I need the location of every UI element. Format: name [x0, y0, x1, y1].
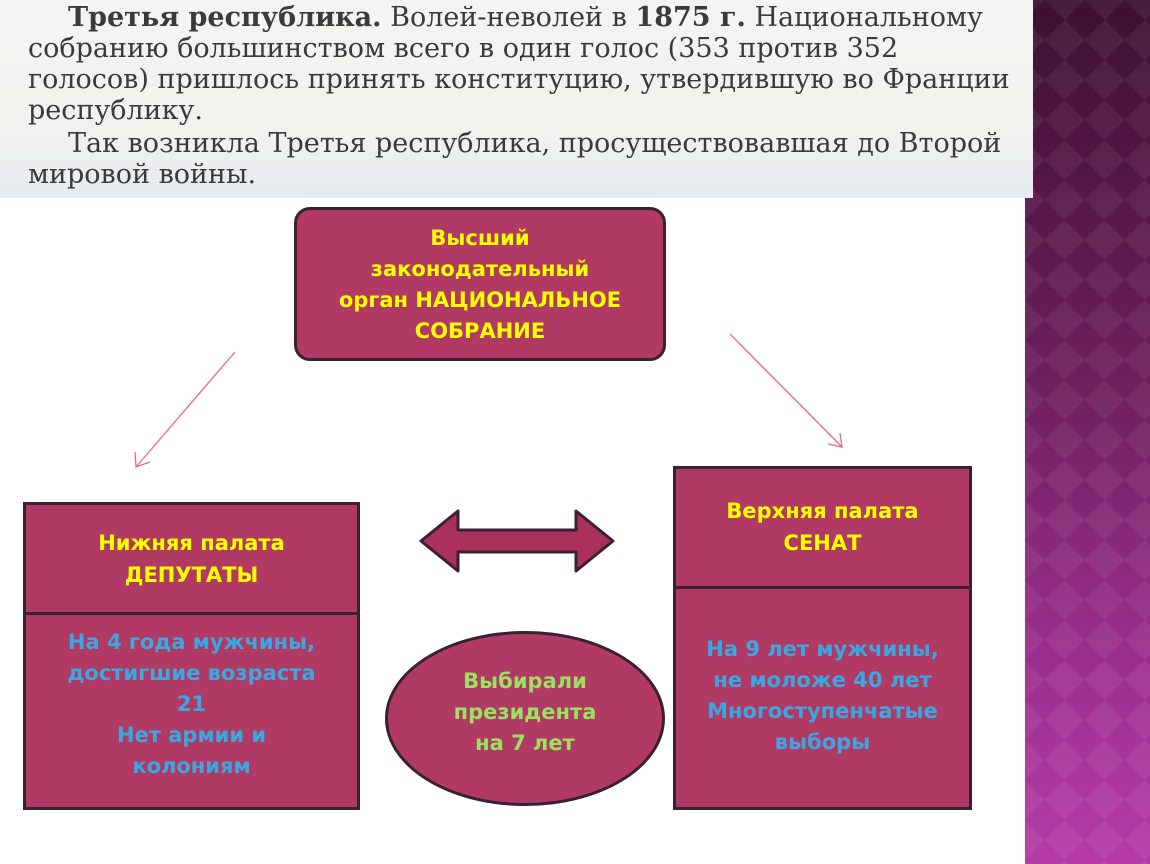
paragraph-year: 1875 г. [635, 2, 746, 33]
paragraph-text-cont: Национальному собранию большинством всег… [28, 2, 1010, 126]
paragraph-heading: Третья республика. [68, 2, 382, 33]
lower-chamber-detail-line: Нет армии и [116, 723, 267, 747]
lower-chamber-detail-line: достигшие возраста [67, 661, 316, 685]
lower-chamber-detail-line: колониям [132, 754, 251, 778]
upper-chamber-title-line: СЕНАТ [783, 531, 862, 555]
upper-chamber-details: На 9 лет мужчины, не моложе 40 лет Много… [676, 589, 969, 758]
textbook-excerpt: Третья республика. Волей-неволей в 1875 … [0, 0, 1033, 198]
lower-chamber-title-line: Нижняя палата [98, 531, 285, 555]
paragraph-outcome: Так возникла Третья республика, просущес… [28, 128, 1002, 190]
paragraph-text: Волей-неволей в [381, 2, 636, 33]
national-assembly-line: законодательный [370, 257, 590, 281]
lower-chamber-box: Нижняя палата ДЕПУТАТЫ На 4 года мужчины… [23, 502, 360, 810]
upper-chamber-box: Верхняя палата СЕНАТ На 9 лет мужчины, н… [673, 466, 972, 810]
connector-left-line [135, 351, 236, 468]
lower-chamber-title: Нижняя палата ДЕПУТАТЫ [26, 505, 357, 615]
side-bar-pattern [1025, 0, 1150, 864]
national-assembly-line: СОБРАНИЕ [414, 319, 546, 343]
upper-chamber-title-line: Верхняя палата [726, 499, 919, 523]
upper-chamber-detail-line: На 9 лет мужчины, [706, 637, 939, 661]
president-election-node: Выбирали президента на 7 лет [385, 631, 665, 806]
president-election-line: на 7 лет [475, 731, 575, 755]
double-arrow-icon [419, 509, 615, 573]
paragraph-third-republic: Третья республика. Волей-неволей в 1875 … [28, 2, 1013, 126]
lower-chamber-detail-line: 21 [176, 692, 207, 716]
national-assembly-box: Высший законодательный орган НАЦИОНАЛЬНО… [294, 207, 666, 361]
decorative-side-bar [1025, 0, 1150, 864]
connector-right-arrowhead [827, 432, 843, 448]
upper-chamber-detail-line: не моложе 40 лет [713, 668, 932, 692]
lower-chamber-details: На 4 года мужчины, достигшие возраста 21… [26, 615, 357, 782]
upper-chamber-detail-line: Многоступенчатые [707, 699, 938, 723]
upper-chamber-detail-line: выборы [774, 730, 871, 754]
upper-chamber-title: Верхняя палата СЕНАТ [676, 469, 969, 589]
lower-chamber-title-line: ДЕПУТАТЫ [124, 563, 259, 587]
lower-chamber-detail-line: На 4 года мужчины, [67, 630, 316, 654]
connector-left-arrowhead [134, 451, 151, 468]
president-election-line: Выбирали [463, 669, 587, 693]
president-election-line: президента [453, 700, 597, 724]
connector-right-line [729, 333, 843, 448]
national-assembly-line: орган НАЦИОНАЛЬНОЕ [338, 288, 622, 312]
national-assembly-line: Высший [430, 226, 530, 250]
